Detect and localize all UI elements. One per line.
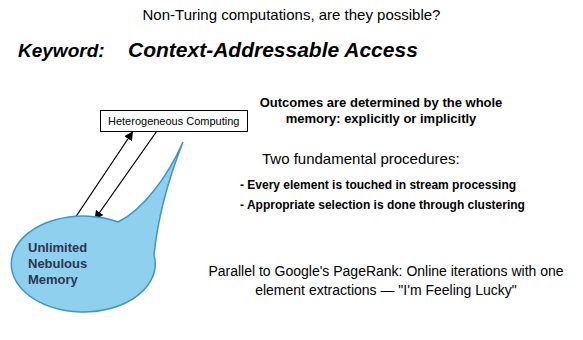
cloud-shape xyxy=(11,142,183,312)
memory-cloud: Unlimited Nebulous Memory xyxy=(8,140,188,315)
connector-arrow xyxy=(75,132,133,218)
keyword-label: Keyword: xyxy=(18,40,105,62)
bullet-item: - Every element is touched in stream pro… xyxy=(240,178,516,192)
note: Parallel to Google's PageRank: Online it… xyxy=(200,262,572,300)
node-text: Unlimited Nebulous Memory xyxy=(28,240,98,288)
bullet-item: - Appropriate selection is done through … xyxy=(240,198,525,212)
subheading: Two fundamental procedures: xyxy=(262,150,460,167)
title: Non-Turing computations, are they possib… xyxy=(0,6,583,23)
node-text: Heterogeneous Computing xyxy=(108,115,240,127)
cloud-outline xyxy=(8,140,188,315)
keyword-text: Context-Addressable Access xyxy=(128,38,418,62)
process-box: Heterogeneous Computing xyxy=(100,110,248,132)
statement: Outcomes are determined by the whole mem… xyxy=(250,95,512,127)
